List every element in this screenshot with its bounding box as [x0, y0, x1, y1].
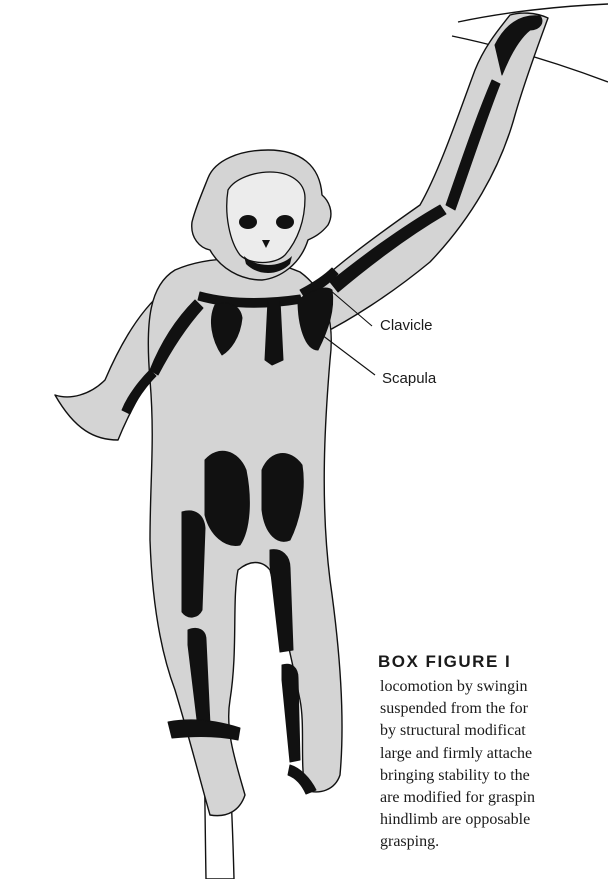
figure-caption: BOX FIGURE I locomotion by swingin suspe…	[380, 652, 608, 854]
caption-line: grasping.	[380, 831, 608, 853]
caption-line: suspended from the for	[380, 698, 608, 720]
caption-line: locomotion by swingin	[380, 676, 608, 698]
caption-line: by structural modificat	[380, 720, 608, 742]
femur-right	[270, 550, 293, 652]
caption-line: hindlimb are opposable	[380, 809, 608, 831]
scapula-label: Scapula	[382, 370, 436, 387]
caption-line: bringing stability to the	[380, 765, 608, 787]
caption-line: are modified for graspin	[380, 787, 608, 809]
pelvis-left	[205, 451, 249, 545]
femur-left	[182, 511, 205, 617]
caption-heading: BOX FIGURE I	[378, 652, 608, 672]
tibia-right	[282, 664, 300, 762]
clavicle-label: Clavicle	[380, 317, 433, 334]
caption-line: large and firmly attache	[380, 743, 608, 765]
